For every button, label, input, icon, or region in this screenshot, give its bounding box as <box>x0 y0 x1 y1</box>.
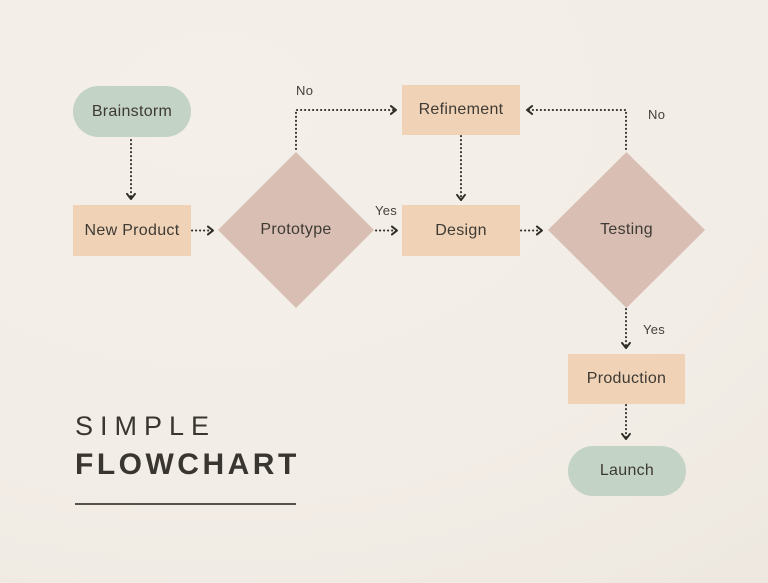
node-testing: Testing <box>548 152 705 308</box>
node-design-label: Design <box>435 221 487 239</box>
node-launch-label: Launch <box>599 462 655 479</box>
node-prototype: Prototype <box>218 152 374 308</box>
node-brainstorm-label: Brainstorm <box>91 102 173 120</box>
node-launch: Launch <box>568 446 686 496</box>
node-new-product-label: New Product <box>84 221 180 239</box>
title-line-1: SIMPLE <box>75 411 217 441</box>
edge-label-testing-no: No <box>648 107 666 122</box>
title-underline <box>75 503 296 505</box>
title-block: SIMPLE FLOWCHART <box>75 411 300 505</box>
node-design: Design <box>402 205 520 256</box>
node-refinement: Refinement <box>402 85 520 135</box>
edge-prototype-to-refinement <box>295 105 397 150</box>
node-prototype-label: Prototype <box>260 221 332 238</box>
title-line-2: FLOWCHART <box>75 448 300 481</box>
edge-label-testing-yes: Yes <box>643 322 666 337</box>
node-production: Production <box>568 354 685 404</box>
node-new-product: New Product <box>73 205 191 256</box>
node-brainstorm: Brainstorm <box>73 86 191 137</box>
node-production-label: Production <box>586 370 667 387</box>
node-testing-label: Testing <box>600 221 653 238</box>
node-refinement-label: Refinement <box>418 101 504 118</box>
edge-testing-to-refinement <box>526 105 627 150</box>
edge-label-prototype-no: No <box>296 83 314 98</box>
edge-label-prototype-yes: Yes <box>375 203 398 218</box>
